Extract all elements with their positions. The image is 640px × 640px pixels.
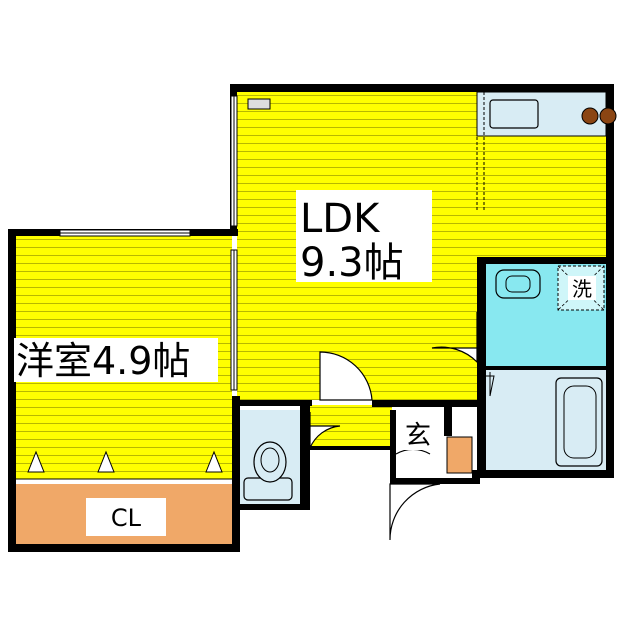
washer-space: 洗 [557,265,605,311]
closet-label: CL [111,504,142,532]
western-room-label: 洋室4.9帖 [16,339,190,383]
stove-burner-icon [599,107,617,125]
vent-icon [247,98,271,110]
shoe-cabinet [446,436,473,474]
bath-door-icon [486,372,495,397]
windows [59,95,238,391]
door-swing-icon [309,312,478,541]
washer-label: 洗 [572,277,592,301]
stove-burner-icon [581,107,599,125]
closet-doors [16,450,232,480]
toilet-icon [243,441,293,501]
sink-icon [489,99,539,129]
ldk-size-label: 9.3帖 [300,240,404,286]
bathtub-icon [555,377,603,467]
entrance-label: 玄 [405,421,431,451]
kitchen-counter [476,91,617,210]
ldk-label: LDK [300,196,381,242]
washbasin-icon [495,269,541,299]
